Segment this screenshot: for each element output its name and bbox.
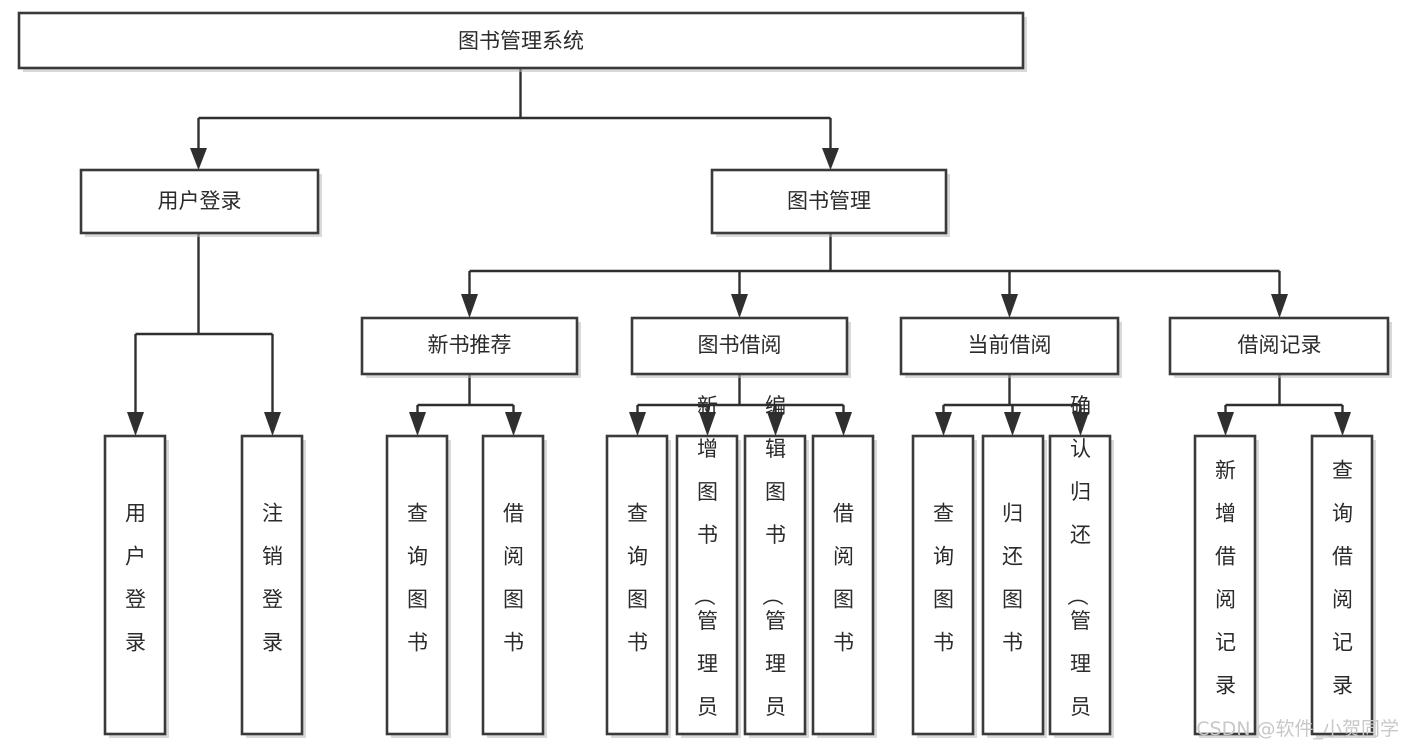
node-leaf-borrow-book-recommend[interactable]: 借阅图书 [481, 434, 547, 738]
node-leaf-query-book-recommend[interactable]: 查询图书 [385, 434, 451, 738]
node-book-borrow[interactable]: 图书借阅 [630, 316, 851, 378]
node-leaf-query-borrow-record[interactable]: 查询借阅记录 [1310, 434, 1376, 738]
node-leaf-query-book-borrow-label: 查询图书 [627, 502, 648, 655]
arrow-head-user-login [190, 148, 207, 170]
node-leaf-query-borrow-record-label: 查询借阅记录 [1332, 459, 1353, 698]
arrow-head-leaf-borrow-book [835, 412, 852, 436]
node-new-book-recommend-label: 新书推荐 [428, 333, 512, 357]
node-leaf-add-borrow-record-rect[interactable] [1193, 434, 1257, 736]
node-user-login-label: 用户登录 [158, 189, 242, 213]
node-current-borrow[interactable]: 当前借阅 [899, 316, 1122, 378]
node-borrow-record[interactable]: 借阅记录 [1168, 316, 1392, 378]
node-borrow-record-label: 借阅记录 [1238, 333, 1322, 357]
node-leaf-add-borrow-record[interactable]: 新增借阅记录 [1193, 434, 1259, 738]
watermark-label: CSDN @软件_小贺同学 [1196, 718, 1399, 740]
node-new-book-recommend[interactable]: 新书推荐 [360, 316, 581, 378]
node-leaf-query-book-current-label: 查询图书 [933, 502, 954, 655]
arrow-head-leaf-logout-login [264, 412, 281, 436]
node-user-login-rect[interactable] [79, 168, 320, 235]
arrow-head-borrow-record [1271, 294, 1288, 318]
arrow-head-book-management [822, 148, 839, 170]
node-leaf-user-login[interactable]: 用户登录 [103, 434, 169, 738]
arrow-head-book-borrow [731, 294, 748, 318]
node-leaf-edit-book-admin-label: 编辑图书（管理员） [760, 394, 786, 747]
arrow-head-leaf-user-login [127, 412, 144, 436]
node-borrow-record-rect[interactable] [1168, 316, 1390, 376]
arrow-head-leaf-add-book-admin [699, 412, 716, 436]
arrow-head-leaf-query-book-borrow [629, 412, 646, 436]
node-leaf-edit-book-admin-rect[interactable] [743, 434, 807, 736]
node-leaf-borrow-book-label: 借阅图书 [833, 502, 854, 655]
node-leaf-confirm-return-admin-label: 确认归还（管理员） [1065, 394, 1091, 747]
node-leaf-borrow-book-recommend-label: 借阅图书 [503, 502, 524, 655]
node-book-management[interactable]: 图书管理 [710, 168, 950, 237]
node-new-book-recommend-rect[interactable] [360, 316, 579, 376]
node-leaf-logout-login-rect[interactable] [240, 434, 304, 736]
node-leaf-add-book-admin[interactable]: 新增图书（管理员） [675, 394, 741, 747]
node-current-borrow-rect[interactable] [899, 316, 1120, 376]
node-root-rect[interactable] [17, 11, 1025, 70]
node-leaf-add-book-admin-rect[interactable] [675, 434, 739, 736]
arrow-head-leaf-add-borrow-record [1217, 412, 1234, 436]
arrow-head-leaf-query-book-current [935, 412, 952, 436]
node-leaf-logout-login-label: 注销登录 [262, 502, 283, 655]
node-leaf-add-borrow-record-label: 新增借阅记录 [1215, 459, 1236, 698]
node-leaf-query-book-recommend-label: 查询图书 [407, 502, 428, 655]
node-leaf-query-book-borrow[interactable]: 查询图书 [605, 434, 671, 738]
node-leaf-return-book-rect[interactable] [981, 434, 1045, 736]
node-leaf-borrow-book[interactable]: 借阅图书 [811, 434, 877, 738]
node-book-management-rect[interactable] [710, 168, 948, 235]
node-root-label: 图书管理系统 [458, 29, 584, 53]
node-leaf-confirm-return-admin-rect[interactable] [1048, 434, 1112, 736]
node-leaf-borrow-book-rect[interactable] [811, 434, 875, 736]
node-leaf-borrow-book-recommend-rect[interactable] [481, 434, 545, 736]
node-book-borrow-rect[interactable] [630, 316, 849, 376]
arrow-head-leaf-query-book-recommend [409, 412, 426, 436]
node-current-borrow-label: 当前借阅 [968, 333, 1052, 357]
node-leaf-query-book-borrow-rect[interactable] [605, 434, 669, 736]
node-user-login[interactable]: 用户登录 [79, 168, 322, 237]
arrow-head-leaf-confirm-return-admin [1072, 412, 1089, 436]
node-leaf-add-book-admin-label: 新增图书（管理员） [692, 394, 718, 747]
connector-layer [127, 68, 1351, 436]
node-leaf-logout-login[interactable]: 注销登录 [240, 434, 306, 738]
node-leaf-query-book-recommend-rect[interactable] [385, 434, 449, 736]
arrow-head-leaf-edit-book-admin [767, 412, 784, 436]
node-leaf-query-book-current[interactable]: 查询图书 [911, 434, 977, 738]
node-leaf-edit-book-admin[interactable]: 编辑图书（管理员） [743, 394, 809, 747]
node-book-borrow-label: 图书借阅 [698, 333, 782, 357]
node-root[interactable]: 图书管理系统 [17, 11, 1027, 72]
node-leaf-user-login-rect[interactable] [103, 434, 167, 736]
arrow-head-current-borrow [1001, 294, 1018, 318]
node-leaf-return-book[interactable]: 归还图书 [981, 434, 1047, 738]
arrow-head-leaf-query-borrow-record [1334, 412, 1351, 436]
node-leaf-return-book-label: 归还图书 [1002, 502, 1023, 655]
node-leaf-user-login-label: 用户登录 [125, 502, 146, 655]
arrow-head-leaf-return-book [1004, 412, 1021, 436]
node-leaf-query-borrow-record-rect[interactable] [1310, 434, 1374, 736]
node-leaf-confirm-return-admin[interactable]: 确认归还（管理员） [1048, 394, 1114, 747]
arrow-head-leaf-borrow-book-recommend [505, 412, 522, 436]
arrow-head-new-book-recommend [461, 294, 478, 318]
node-book-management-label: 图书管理 [787, 189, 871, 213]
node-leaf-query-book-current-rect[interactable] [911, 434, 975, 736]
